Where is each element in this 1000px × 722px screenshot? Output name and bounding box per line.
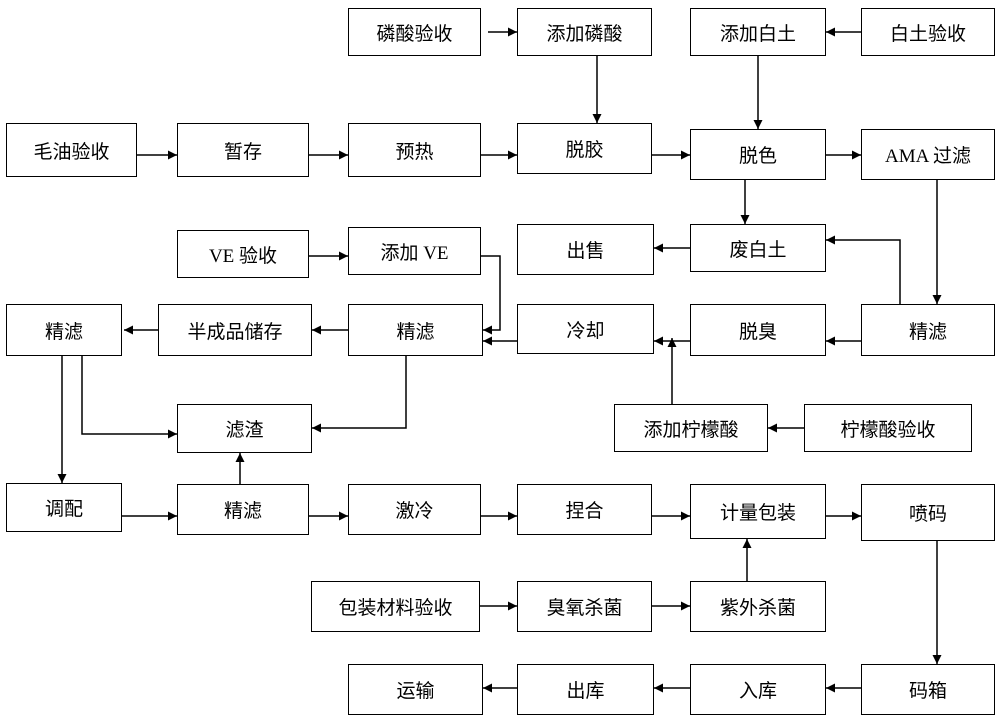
node-yunshu: 运输: [348, 664, 483, 715]
node-linsuan-yanshou: 磷酸验收: [348, 8, 481, 56]
node-lengque: 冷却: [517, 304, 654, 354]
node-jinglv-c: 精滤: [861, 304, 995, 356]
arrow-jinglv-b-to-lvzha: [312, 356, 407, 433]
node-ruku: 入库: [690, 664, 826, 715]
node-yure: 预热: [348, 123, 481, 177]
node-tuose: 脱色: [690, 129, 826, 180]
arrow-tianjia-ve-to-jinglv: [481, 255, 501, 335]
node-baitu-yanshou: 白土验收: [861, 8, 995, 56]
node-ziwai-shajun: 紫外杀菌: [690, 581, 826, 632]
node-banchengpin-chucun: 半成品储存: [158, 304, 312, 356]
node-ningmengsuan-yanshou: 柠檬酸验收: [804, 404, 972, 452]
node-ve-yanshou: VE 验收: [177, 230, 309, 278]
node-lvzha: 滤渣: [177, 404, 312, 453]
node-baozhuang-cailiao-yanshou: 包装材料验收: [311, 581, 480, 632]
node-jileng: 激冷: [348, 484, 481, 535]
node-chushou: 出售: [517, 224, 654, 275]
node-niehe: 捏合: [517, 484, 652, 535]
node-jinglv-b: 精滤: [348, 304, 483, 356]
node-chuku: 出库: [517, 664, 654, 715]
node-tuojiao: 脱胶: [517, 123, 652, 174]
node-maxiang: 码箱: [861, 664, 995, 715]
node-tianjia-baitu: 添加白土: [690, 8, 826, 56]
node-jinglv-a: 精滤: [6, 304, 122, 356]
node-penma: 喷码: [861, 484, 995, 541]
node-jiliang-baozhuang: 计量包装: [690, 484, 826, 539]
arrow-jinglv-a-to-lvzha: [81, 356, 177, 439]
node-tiaopei: 调配: [6, 483, 122, 532]
node-tianjia-ve: 添加 VE: [348, 227, 481, 275]
node-tuochou: 脱臭: [690, 304, 826, 356]
node-maoyou-yanshou: 毛油验收: [6, 123, 137, 177]
node-chouyang-shajun: 臭氧杀菌: [517, 581, 652, 632]
node-ama-guolv: AMA 过滤: [861, 129, 995, 180]
node-tianjia-linsuan: 添加磷酸: [517, 8, 652, 56]
node-jinglv-d: 精滤: [177, 484, 309, 535]
node-fei-baitu: 废白土: [690, 224, 826, 272]
node-zancun: 暂存: [177, 123, 309, 177]
arrow-jinglv-to-fei-baitu: [826, 235, 901, 304]
node-tianjia-ningmengsuan: 添加柠檬酸: [614, 404, 768, 452]
